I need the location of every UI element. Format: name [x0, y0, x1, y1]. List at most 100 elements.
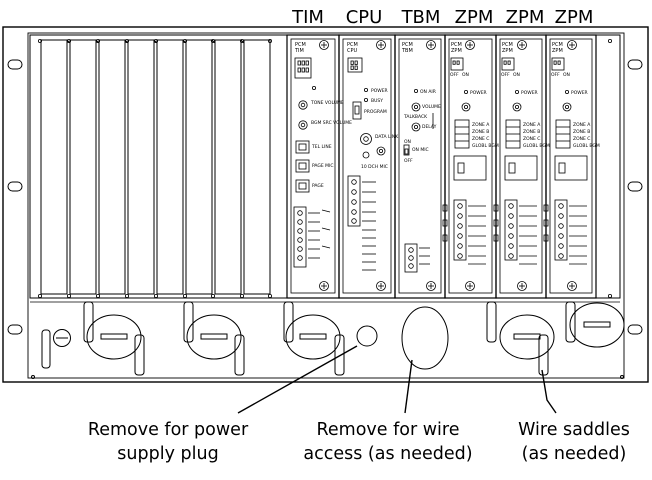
- wire-saddle-5: [565, 301, 625, 348]
- terminal-block: [453, 199, 467, 261]
- module-tbm: PCM TBM ON AIR VOLUME TALKBACK DELAY ON …: [394, 34, 446, 299]
- bgm-volume-knob: [298, 120, 308, 130]
- rj-jack: [295, 179, 310, 193]
- panel-tag: ZPM: [502, 48, 513, 54]
- module-label-tbm: TBM: [401, 7, 441, 28]
- panel-screw-icon: [426, 40, 436, 50]
- panel-screw-icon: [517, 40, 527, 50]
- panel-label: ZONE A: [573, 122, 591, 128]
- program-switch: [352, 101, 362, 120]
- panel-tag: CPU: [347, 48, 358, 54]
- panel-label: ON: [513, 72, 520, 78]
- panel-label: DELAY: [422, 124, 437, 130]
- cpu-knob: [376, 146, 386, 156]
- dip-switch-block: [501, 57, 515, 71]
- panel-label: VOLUME: [422, 104, 441, 110]
- panel-screw-icon: [376, 40, 386, 50]
- callout-wire-saddles-line1: Wire saddles: [518, 420, 630, 440]
- rj-jack: [295, 140, 310, 154]
- module-cpu: PCM CPU POWER BUSY PROGRAM DATA LINK 10 …: [338, 34, 399, 299]
- panel-tag: ZPM: [552, 48, 563, 54]
- dip-switch-block: [551, 57, 565, 71]
- module-label-tim: TIM: [291, 7, 324, 28]
- panel-label: ZONE B: [523, 129, 540, 135]
- wire-saddle-2: [183, 301, 245, 376]
- panel-screw-icon: [567, 40, 577, 50]
- rj-jack: [295, 159, 310, 173]
- terminal-block: [293, 206, 307, 268]
- panel-label: ZONE B: [472, 129, 489, 135]
- panel-label: ZONE B: [573, 129, 590, 135]
- panel-label: BUSY: [371, 98, 383, 104]
- zpm-switch: [558, 162, 566, 174]
- callout-power-plug-line1: Remove for power: [87, 420, 249, 440]
- panel-screw-icon: [319, 281, 329, 291]
- panel-label: ZONE C: [472, 136, 489, 142]
- panel-tag: TIM: [294, 48, 304, 54]
- panel-label: ON: [404, 139, 411, 145]
- panel-label: TONE VOLUME: [310, 100, 344, 106]
- panel-label: 10 DCH MIC: [361, 164, 388, 170]
- terminal-block: [404, 243, 418, 273]
- lower-panel: [31, 301, 625, 379]
- panel-screw-icon: [517, 281, 527, 291]
- module-zpm-1: PCM ZPM OFF ON POWER ZONE A ZONE B ZONE …: [442, 34, 499, 299]
- line-in-volume-knob: [512, 102, 522, 112]
- module-label-zpm-3: ZPM: [555, 7, 594, 28]
- panel-label: OFF: [404, 158, 413, 164]
- panel-tag: PCM: [552, 42, 563, 48]
- panel-label: ON MIC: [412, 147, 429, 153]
- line-in-volume-knob: [562, 102, 572, 112]
- panel-tag: TBM: [401, 48, 413, 54]
- wire-saddle-4: [486, 301, 555, 376]
- mic-jack: [362, 151, 370, 159]
- callout-wire-saddles-line2: (as needed): [521, 444, 627, 464]
- wire-saddle-1: [41, 301, 145, 376]
- leader-power-plug: [237, 345, 358, 414]
- tbm-switch: [403, 144, 410, 156]
- panel-label: ZONE C: [573, 136, 590, 142]
- leader-wire-access: [404, 359, 413, 414]
- panel-label: OFF: [551, 72, 560, 78]
- panel-label: GLOBL BGM: [573, 143, 600, 149]
- module-label-cpu: CPU: [346, 7, 383, 28]
- callout-power-plug: Remove for power supply plug: [58, 418, 278, 466]
- delay-knob: [411, 122, 421, 132]
- panel-label: TALKBACK: [403, 114, 428, 120]
- callout-wire-access-line2: access (as needed): [303, 444, 473, 464]
- panel-tag: ZPM: [451, 48, 462, 54]
- zpm-switch: [457, 162, 465, 174]
- rack-mount-slots: [7, 59, 643, 335]
- terminal-block: [347, 175, 361, 227]
- panel-label: GLOBL BGM: [472, 143, 499, 149]
- module-labels: TIM CPU TBM ZPM ZPM ZPM: [291, 7, 593, 28]
- panel-label: OFF: [501, 72, 510, 78]
- data-link-port: [360, 133, 372, 145]
- panel-label: ON AIR: [420, 89, 436, 95]
- leader-wire-saddles: [541, 369, 557, 414]
- dip-switch-block: [294, 57, 312, 79]
- panel-label: ON: [462, 72, 469, 78]
- module-tim: PCM TIM TONE VOLUME BGM SRC VOLUME TEL L…: [286, 34, 352, 299]
- panel-label: TEL LINE: [311, 144, 332, 150]
- grommet-icon: [53, 329, 71, 347]
- dip-switch-block: [450, 57, 464, 71]
- panel-label: GLOBL BGM: [523, 143, 550, 149]
- panel-tag: PCM: [295, 42, 306, 48]
- panel-screw-icon: [465, 40, 475, 50]
- rack-frame: [2, 26, 649, 383]
- panel-screw-icon: [465, 281, 475, 291]
- module-label-zpm-1: ZPM: [455, 7, 494, 28]
- power-plug-knockout: [356, 325, 378, 347]
- panel-label: ZONE C: [523, 136, 540, 142]
- module-label-zpm-2: ZPM: [506, 7, 545, 28]
- panel-label: ON: [563, 72, 570, 78]
- panel-label: ZONE A: [472, 122, 490, 128]
- panel-screw-icon: [567, 281, 577, 291]
- blank-panels: [40, 39, 271, 295]
- dip-switch-block: [347, 57, 363, 73]
- panel-screw-icon: [319, 40, 329, 50]
- tone-volume-knob: [298, 100, 308, 110]
- panel-label: ZONE A: [523, 122, 541, 128]
